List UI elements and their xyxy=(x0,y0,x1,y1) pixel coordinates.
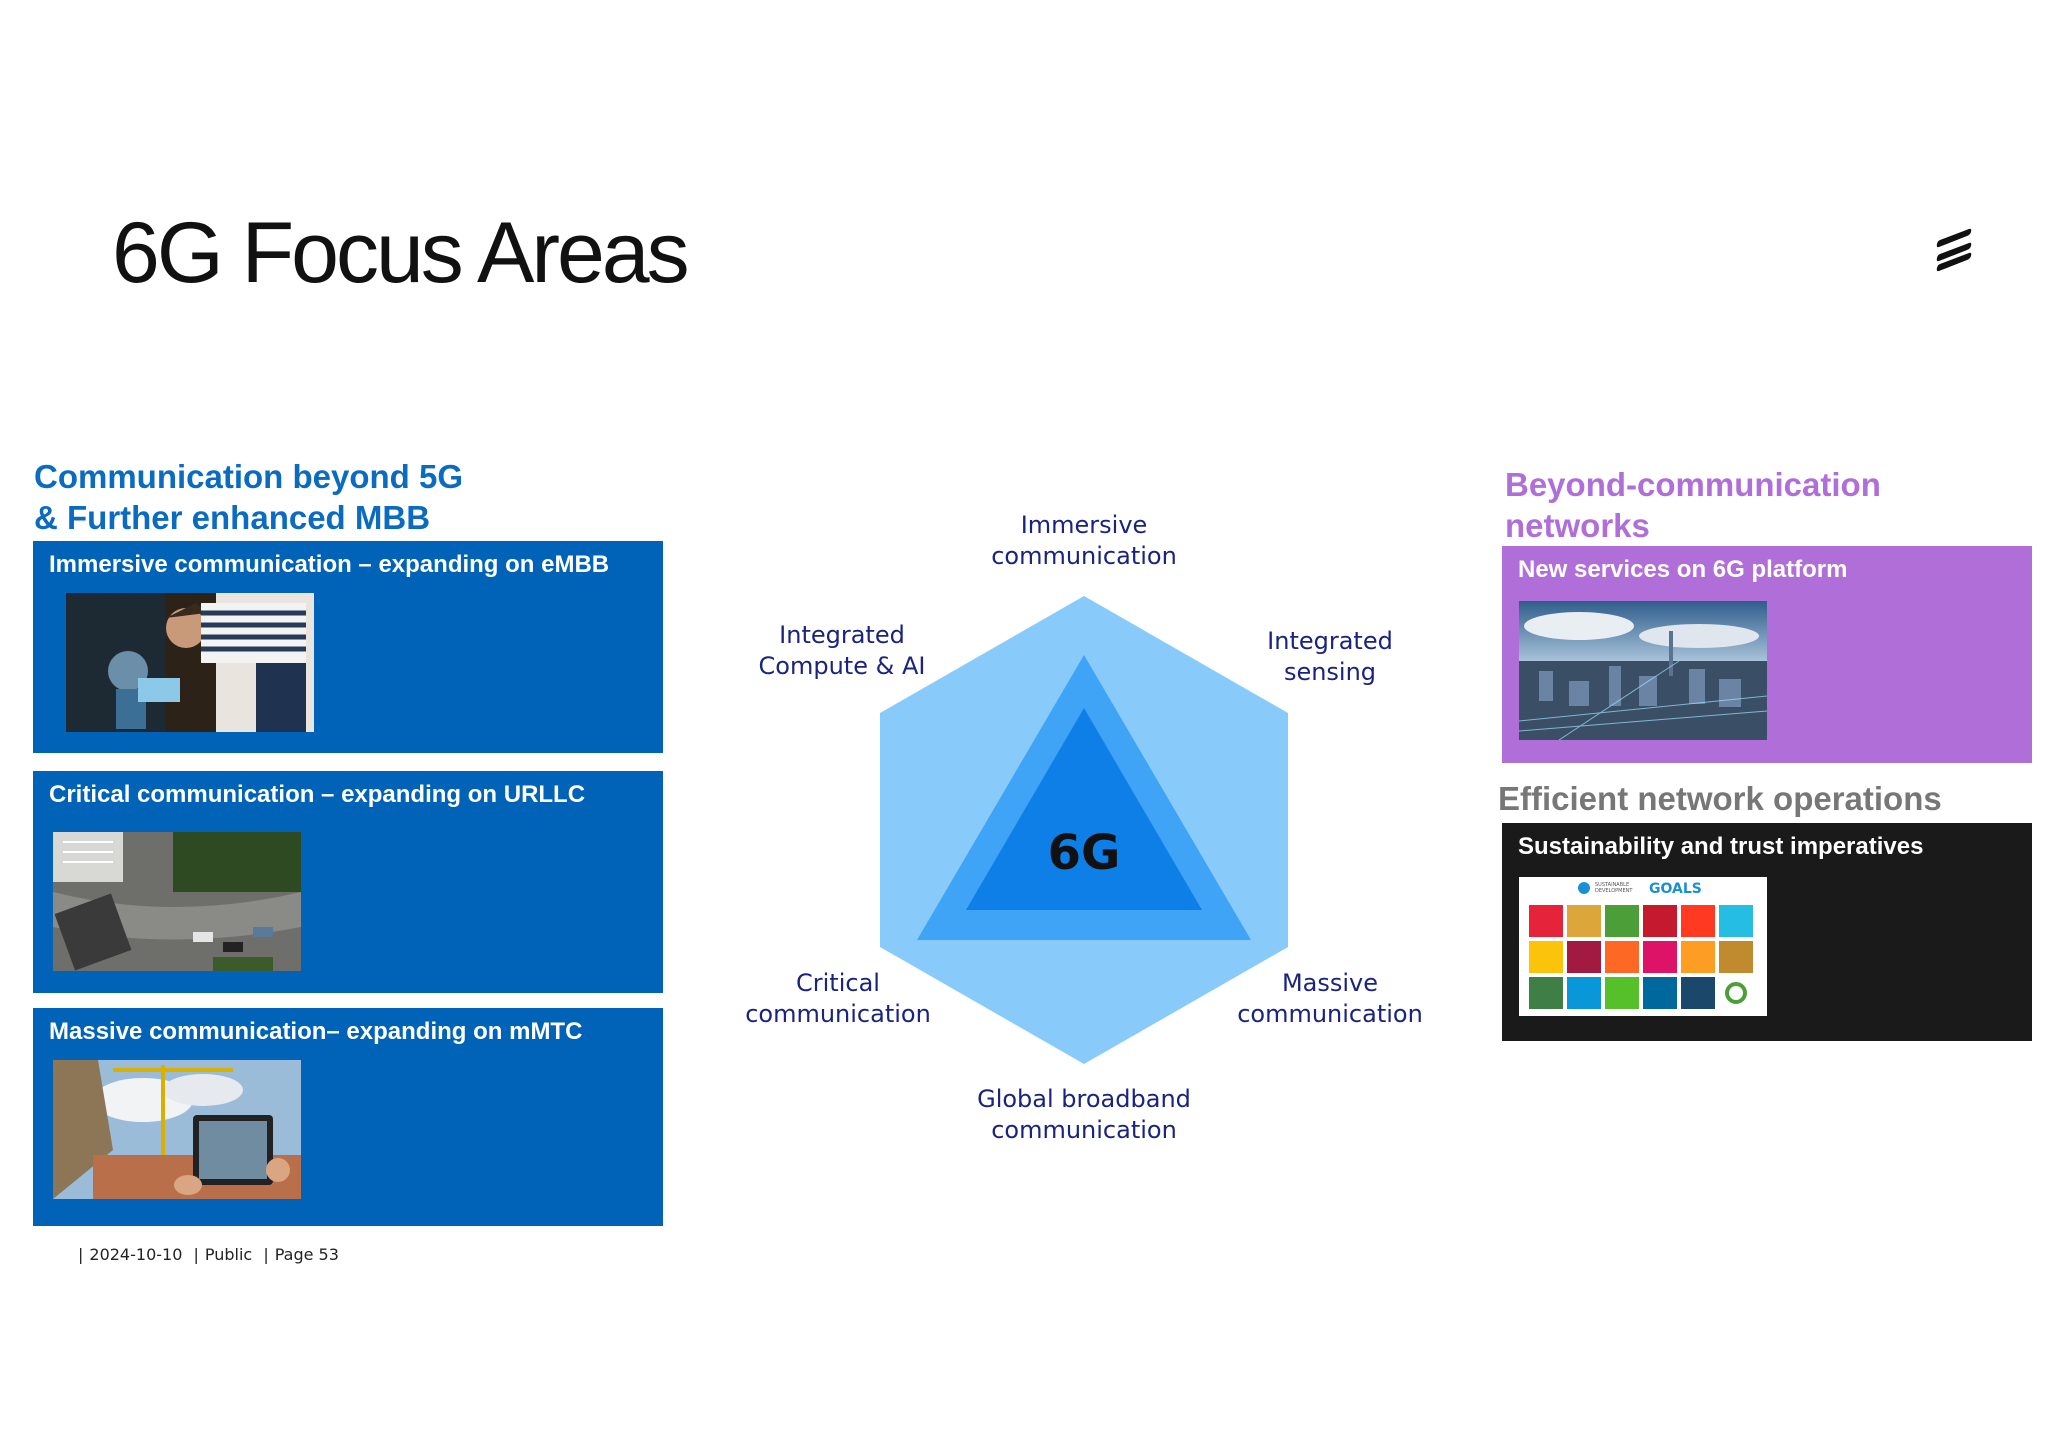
massive-panel: Massive communication– expanding on mMTC xyxy=(33,1008,663,1226)
sdg-goals-text: GOALS xyxy=(1649,881,1702,897)
focus-areas-diagram: 6G Immersive communication Integrated Co… xyxy=(700,490,1460,1170)
immersive-photo xyxy=(66,593,314,732)
footer-sep-3: | xyxy=(263,1245,269,1264)
sdg-tile xyxy=(1567,977,1601,1009)
sdg-tile xyxy=(1643,941,1677,973)
label-global-broadband: Global broadband communication xyxy=(934,1084,1234,1146)
sdg-tile xyxy=(1567,941,1601,973)
sdg-wheel-icon xyxy=(1725,982,1747,1004)
sdg-tile xyxy=(1529,941,1563,973)
footer-page: Page 53 xyxy=(274,1245,339,1264)
sdg-tile xyxy=(1529,905,1563,937)
label-compute-line1: Integrated xyxy=(779,621,905,649)
left-section-heading: Communication beyond 5G & Further enhanc… xyxy=(34,456,463,538)
left-heading-line2: & Further enhanced MBB xyxy=(34,499,431,536)
sdg-image: SUSTAINABLE DEVELOPMENT GOALS xyxy=(1519,877,1767,1016)
label-immersive-communication: Immersive communication xyxy=(934,510,1234,572)
label-integrated-compute-ai: Integrated Compute & AI xyxy=(742,620,942,682)
sdg-tile xyxy=(1719,905,1753,937)
new-services-panel-title: New services on 6G platform xyxy=(1518,556,1848,583)
footer-date: 2024-10-10 xyxy=(89,1245,183,1264)
beyond-communication-heading: Beyond-communication networks xyxy=(1505,464,1881,546)
sdg-tile xyxy=(1719,941,1753,973)
svg-text:DEVELOPMENT: DEVELOPMENT xyxy=(1595,888,1633,894)
massive-photo xyxy=(53,1060,301,1199)
label-critical-communication: Critical communication xyxy=(738,968,938,1030)
sdg-tile xyxy=(1681,905,1715,937)
beyond-heading-line2: networks xyxy=(1505,507,1650,544)
svg-text:SUSTAINABLE: SUSTAINABLE xyxy=(1595,882,1629,888)
sdg-tiles xyxy=(1529,905,1753,1009)
sdg-tile xyxy=(1605,977,1639,1009)
immersive-panel: Immersive communication – expanding on e… xyxy=(33,541,663,753)
sdg-tile xyxy=(1605,941,1639,973)
massive-panel-title: Massive communication– expanding on mMTC xyxy=(49,1018,583,1045)
label-massive-line1: Massive xyxy=(1281,969,1379,997)
left-heading-line1: Communication beyond 5G xyxy=(34,458,464,495)
sdg-tile xyxy=(1643,905,1677,937)
ericsson-logo-icon xyxy=(1936,228,1972,272)
footer: | 2024-10-10 | Public | Page 53 xyxy=(78,1245,345,1264)
label-immersive-line2: communication xyxy=(991,542,1177,570)
new-services-panel: New services on 6G platform xyxy=(1502,546,2032,763)
sdg-tile xyxy=(1681,977,1715,1009)
efficient-operations-heading: Efficient network operations xyxy=(1498,780,1942,817)
page-title: 6G Focus Areas xyxy=(112,205,690,301)
label-critical-line1: Critical xyxy=(796,969,880,997)
sustainability-panel-title: Sustainability and trust imperatives xyxy=(1518,833,1924,860)
label-sensing-line1: Integrated xyxy=(1267,627,1393,655)
footer-sep-2: | xyxy=(193,1245,199,1264)
sdg-tile xyxy=(1605,905,1639,937)
critical-panel: Critical communication – expanding on UR… xyxy=(33,771,663,993)
footer-classification: Public xyxy=(204,1245,253,1264)
sdg-tile xyxy=(1529,977,1563,1009)
footer-sep-1: | xyxy=(78,1245,84,1264)
critical-photo xyxy=(53,832,301,971)
sustainability-panel: Sustainability and trust imperatives SUS… xyxy=(1502,823,2032,1041)
sdg-tile xyxy=(1567,905,1601,937)
sdg-tile xyxy=(1719,977,1753,1009)
label-integrated-sensing: Integrated sensing xyxy=(1230,626,1430,688)
city-photo xyxy=(1519,601,1767,740)
core-6g-label: 6G xyxy=(1047,825,1121,881)
label-broadband-line1: Global broadband xyxy=(977,1085,1191,1113)
inner-triangle xyxy=(966,708,1202,910)
label-broadband-line2: communication xyxy=(991,1116,1177,1144)
label-sensing-line2: sensing xyxy=(1283,658,1377,686)
label-massive-communication: Massive communication xyxy=(1230,968,1430,1030)
label-immersive-line1: Immersive xyxy=(1020,511,1148,539)
label-massive-line2: communication xyxy=(1237,1000,1423,1028)
immersive-panel-title: Immersive communication – expanding on e… xyxy=(49,551,610,578)
beyond-heading-line1: Beyond-communication xyxy=(1505,466,1881,503)
sdg-tile xyxy=(1643,977,1677,1009)
label-critical-line2: communication xyxy=(745,1000,931,1028)
critical-panel-title: Critical communication – expanding on UR… xyxy=(49,781,586,808)
sdg-tile xyxy=(1681,941,1715,973)
label-compute-line2: Compute & AI xyxy=(758,652,926,680)
